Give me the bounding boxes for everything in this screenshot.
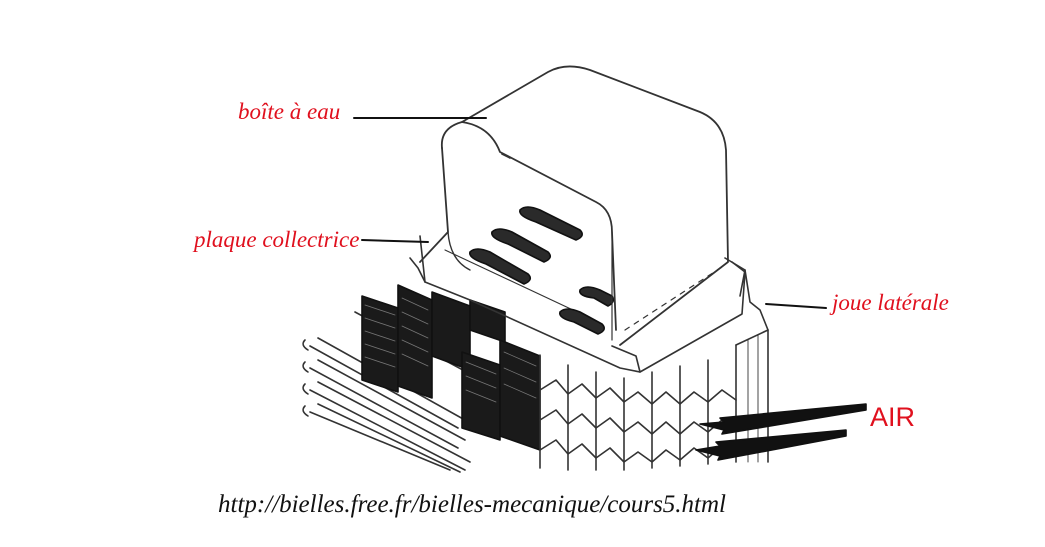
leader-side-plate [765, 303, 827, 309]
air-arrow-lower [695, 429, 847, 461]
air-arrow-upper [699, 403, 867, 435]
source-url: http://bielles.free.fr/bielles-mecanique… [218, 491, 726, 518]
label-water-box: boîte à eau [238, 99, 341, 124]
water-box [419, 65, 729, 346]
label-header-plate: plaque collectrice [194, 227, 360, 252]
fin-block [361, 284, 541, 451]
label-air: AIR [870, 402, 916, 432]
label-side-plate: joue latérale [832, 290, 949, 315]
leader-header-plate [361, 239, 429, 243]
header-plate [409, 235, 746, 373]
air-arrows [695, 403, 867, 461]
fin-hatching [364, 297, 537, 403]
tube-slots [469, 206, 615, 335]
leader-lines [353, 117, 827, 309]
